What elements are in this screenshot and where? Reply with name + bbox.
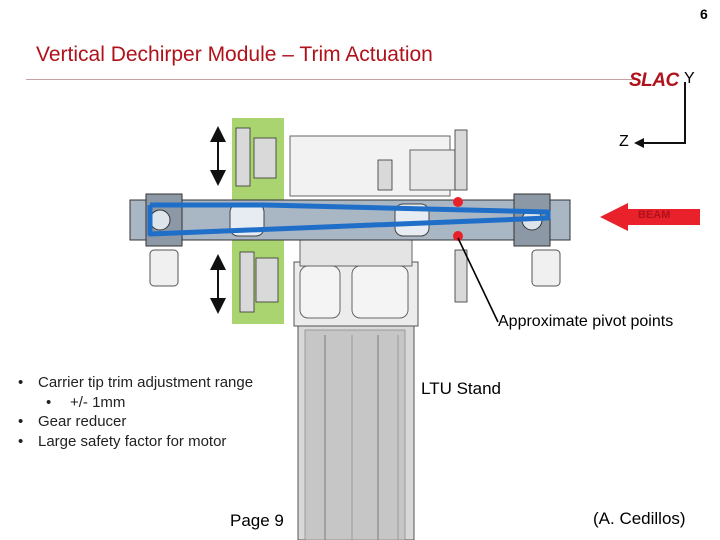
- axis-z-label: Z: [619, 133, 629, 150]
- upper-housing: [289, 135, 456, 267]
- trim-actuators: [235, 127, 468, 313]
- ltu-stand-label: LTU Stand: [421, 379, 502, 398]
- bullet-item: Large safety factor for motor: [18, 432, 253, 452]
- sub-bullet-item: +/- 1mm: [18, 393, 253, 413]
- slide-title: Vertical Dechirper Module – Trim Actuati…: [36, 43, 433, 66]
- pivot-points-label: Approximate pivot points: [498, 313, 674, 330]
- page-label: Page 9: [230, 511, 284, 530]
- bullet-item: Gear reducer: [18, 412, 253, 432]
- pivot-leader-line: [457, 237, 499, 323]
- ltu-stand: [293, 261, 419, 540]
- pivot-point-upper: [453, 197, 463, 207]
- title-divider: [26, 79, 638, 80]
- slac-logo: SLAC: [629, 70, 679, 91]
- bullet-list: Carrier tip trim adjustment range +/- 1m…: [18, 373, 253, 451]
- beam-direction-arrow: [600, 203, 700, 231]
- bullet-item: Carrier tip trim adjustment range: [18, 373, 253, 393]
- beam-label: BEAM: [638, 209, 671, 221]
- axis-y-label: Y: [684, 70, 695, 87]
- pivot-point-lower: [453, 231, 463, 241]
- coordinate-axes: [634, 82, 686, 148]
- beam-path: [147, 202, 551, 237]
- slide-number: 6: [700, 6, 708, 22]
- credit-label: (A. Cedillos): [593, 509, 686, 528]
